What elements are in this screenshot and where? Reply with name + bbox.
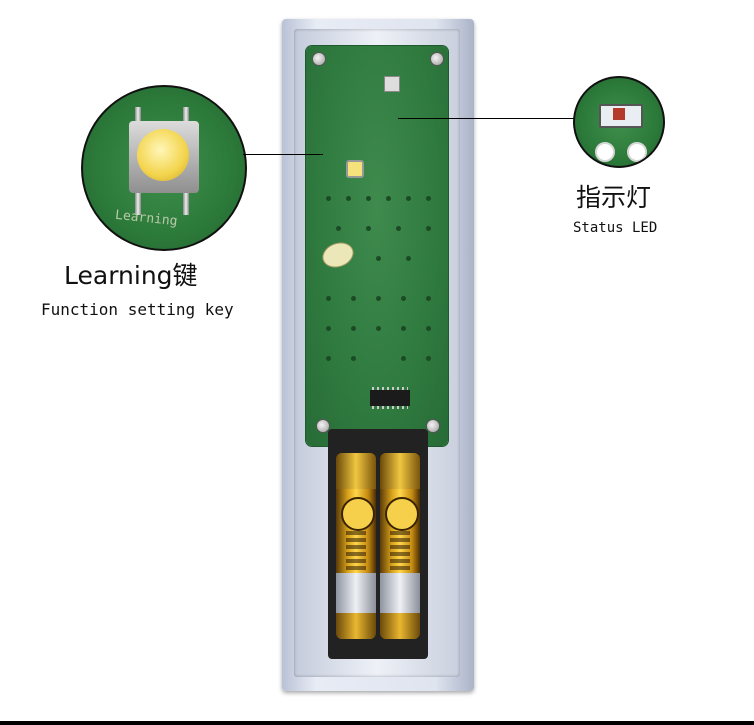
- switch-lead: [135, 187, 141, 215]
- ic-chip: [370, 387, 410, 409]
- switch-button-icon: [137, 129, 189, 181]
- solder-pad: [406, 256, 411, 261]
- battery-print: [390, 531, 410, 573]
- solder-pad: [351, 356, 356, 361]
- solder-pad: [386, 196, 391, 201]
- remote-case: [282, 19, 474, 691]
- mount-hole: [627, 142, 647, 162]
- solder-pad: [326, 326, 331, 331]
- gp-logo-icon: [341, 497, 375, 531]
- screw-icon: [312, 52, 326, 66]
- battery-cap: [380, 453, 420, 489]
- battery-band: [336, 573, 376, 613]
- solder-pad: [376, 256, 381, 261]
- solder-pad: [426, 226, 431, 231]
- qc-stamp: [318, 238, 358, 272]
- solder-pad: [426, 196, 431, 201]
- screw-icon: [316, 419, 330, 433]
- battery-base: [336, 613, 376, 639]
- leader-line-right: [398, 118, 574, 119]
- solder-pad: [351, 326, 356, 331]
- learning-key-zoom: Learning: [81, 85, 247, 251]
- solder-pad: [351, 296, 356, 301]
- solder-pad: [426, 296, 431, 301]
- solder-pad: [396, 226, 401, 231]
- status-led-zoom: [573, 76, 665, 168]
- solder-pad: [376, 326, 381, 331]
- battery-band: [380, 573, 420, 613]
- battery: [380, 453, 420, 639]
- solder-pad: [401, 356, 406, 361]
- solder-pad: [426, 326, 431, 331]
- gp-logo-icon: [385, 497, 419, 531]
- learning-key-title: Learning键: [64, 261, 198, 290]
- pcb-learning-button: [346, 160, 364, 178]
- screw-icon: [430, 52, 444, 66]
- solder-pad: [346, 196, 351, 201]
- battery: [336, 453, 376, 639]
- solder-pad: [326, 296, 331, 301]
- switch-lead: [183, 187, 189, 215]
- battery-base: [380, 613, 420, 639]
- pcb-ir-led: [384, 76, 400, 92]
- solder-pad: [426, 356, 431, 361]
- solder-pad: [326, 196, 331, 201]
- mount-hole: [595, 142, 615, 162]
- silkscreen-label: Learning: [114, 207, 179, 230]
- solder-pad: [366, 226, 371, 231]
- solder-pad: [366, 196, 371, 201]
- learning-key-subtitle: Function setting key: [41, 300, 234, 319]
- led-icon: [613, 108, 625, 120]
- status-led-title: 指示灯: [576, 183, 652, 212]
- solder-pad: [401, 326, 406, 331]
- solder-pad: [406, 196, 411, 201]
- leader-line-left: [243, 154, 323, 155]
- solder-pad: [376, 296, 381, 301]
- battery-compartment: [328, 429, 428, 659]
- solder-pad: [336, 226, 341, 231]
- battery-cap: [336, 453, 376, 489]
- solder-pad: [401, 296, 406, 301]
- bottom-border: [0, 721, 754, 725]
- status-led-subtitle: Status LED: [573, 220, 658, 236]
- circuit-board: [306, 46, 448, 446]
- solder-pad: [326, 356, 331, 361]
- battery-print: [346, 531, 366, 573]
- screw-icon: [426, 419, 440, 433]
